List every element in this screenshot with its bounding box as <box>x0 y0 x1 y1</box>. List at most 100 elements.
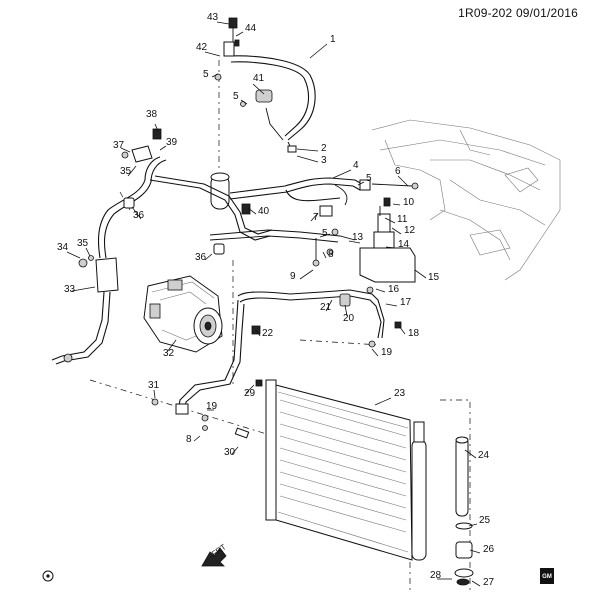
callout-leader-line <box>471 580 481 587</box>
callout-leader-line <box>371 348 379 357</box>
callout-leader-line <box>127 165 137 177</box>
callout-number-16: 16 <box>388 284 400 295</box>
liquid-line-upper <box>209 205 356 267</box>
condenser <box>234 379 427 561</box>
reference-symbol-icon <box>42 570 54 582</box>
callout-leader-line <box>468 523 478 527</box>
callout-number-44: 44 <box>245 23 257 34</box>
condenser-fins <box>279 399 407 533</box>
callout-number-24: 24 <box>478 450 490 461</box>
callout-number-35: 35 <box>120 166 132 177</box>
callout-leader-line <box>85 247 91 257</box>
callout-number-11: 11 <box>397 214 408 225</box>
callout-number-25: 25 <box>479 515 491 526</box>
callout-number-2: 2 <box>321 143 327 154</box>
callout-number-15: 15 <box>428 272 440 283</box>
service-cap <box>228 17 238 29</box>
receiver-dehydrator <box>454 436 474 586</box>
callout-number-19: 19 <box>206 401 218 412</box>
callout-leader-line <box>252 83 265 95</box>
callout-number-43: 43 <box>207 12 219 23</box>
callout-number-29: 29 <box>244 388 256 399</box>
callout-leader-line <box>247 207 257 215</box>
svg-text:GM: GM <box>542 574 552 580</box>
callout-number-9: 9 <box>290 271 296 282</box>
callout-number-14: 14 <box>398 239 410 250</box>
callout-leader-line <box>391 227 402 235</box>
callout-leader-line <box>153 389 156 399</box>
callout-number-32: 32 <box>163 348 175 359</box>
liquid-line-lower <box>175 289 385 415</box>
callout-leader-line <box>309 43 328 59</box>
callout-number-33: 33 <box>64 284 76 295</box>
callout-leader-line <box>310 212 319 222</box>
callout-leader-line <box>325 299 333 312</box>
diagram-header: 1R09-202 09/01/2016 <box>458 6 578 20</box>
callout-leader-line <box>464 449 477 459</box>
callout-leader-line <box>193 435 201 442</box>
callout-leader-line <box>348 240 361 244</box>
callout-leader-line <box>357 181 365 186</box>
valve-fitting <box>223 41 235 57</box>
callout-leader-line <box>216 21 230 25</box>
callout-number-4: 4 <box>353 160 359 171</box>
callout-number-7: 7 <box>313 212 319 223</box>
callout-leader-line <box>154 123 159 132</box>
callout-number-13: 13 <box>352 232 364 243</box>
pressure-sensor <box>255 89 273 103</box>
callout-number-5: 5 <box>233 91 239 102</box>
diagram-code: 1R09-202 <box>458 6 513 20</box>
callout-number-41: 41 <box>253 73 265 84</box>
callout-leader-line <box>255 329 261 337</box>
callout-leaders <box>66 21 481 587</box>
small-fasteners <box>151 39 402 431</box>
callout-leader-line <box>299 269 314 280</box>
callout-number-30: 30 <box>224 447 236 458</box>
callout-number-22: 22 <box>262 328 274 339</box>
front-direction-arrow: FRT <box>201 542 228 567</box>
callout-number-36: 36 <box>195 252 207 263</box>
callout-number-39: 39 <box>166 137 178 148</box>
callout-number-42: 42 <box>196 42 208 53</box>
callout-leader-line <box>322 251 327 259</box>
callout-leader-line <box>385 246 397 249</box>
callout-leader-line <box>245 384 255 394</box>
callout-number-27: 27 <box>483 577 495 588</box>
callout-number-8: 8 <box>186 434 192 445</box>
callout-leader-line <box>120 147 131 153</box>
callout-leader-line <box>375 288 386 293</box>
callout-leader-line <box>469 549 481 554</box>
callout-leader-line <box>296 148 319 152</box>
callout-number-38: 38 <box>146 109 158 120</box>
expansion-valve-assembly <box>359 197 416 294</box>
callout-leader-line <box>398 325 406 335</box>
callout-leader-line <box>374 397 392 406</box>
callout-leader-line <box>204 253 213 261</box>
callout-leader-line <box>296 155 319 163</box>
callout-number-19: 19 <box>381 347 393 358</box>
callout-leader-line <box>231 446 239 455</box>
callout-number-28: 28 <box>430 570 442 581</box>
hose-assembly-upper <box>223 17 316 153</box>
callout-number-37: 37 <box>113 140 125 151</box>
callout-number-34: 34 <box>57 242 69 253</box>
callout-leader-line <box>319 233 331 238</box>
callout-number-6: 6 <box>395 166 401 177</box>
callout-number-26: 26 <box>483 544 495 555</box>
callout-number-5: 5 <box>203 69 209 80</box>
callout-leader-line <box>332 169 352 179</box>
callout-leader-line <box>344 304 348 317</box>
callout-number-40: 40 <box>258 206 270 217</box>
callout-number-12: 12 <box>404 225 416 236</box>
callout-leader-line <box>414 269 427 279</box>
callout-number-31: 31 <box>148 380 160 391</box>
callout-number-17: 17 <box>400 297 412 308</box>
callout-leader-line <box>392 203 401 206</box>
diagram-date: 09/01/2016 <box>515 6 578 20</box>
callout-leader-line <box>384 217 396 224</box>
callout-number-5: 5 <box>322 228 328 239</box>
callout-leader-line <box>159 145 167 151</box>
callout-number-20: 20 <box>343 313 355 324</box>
